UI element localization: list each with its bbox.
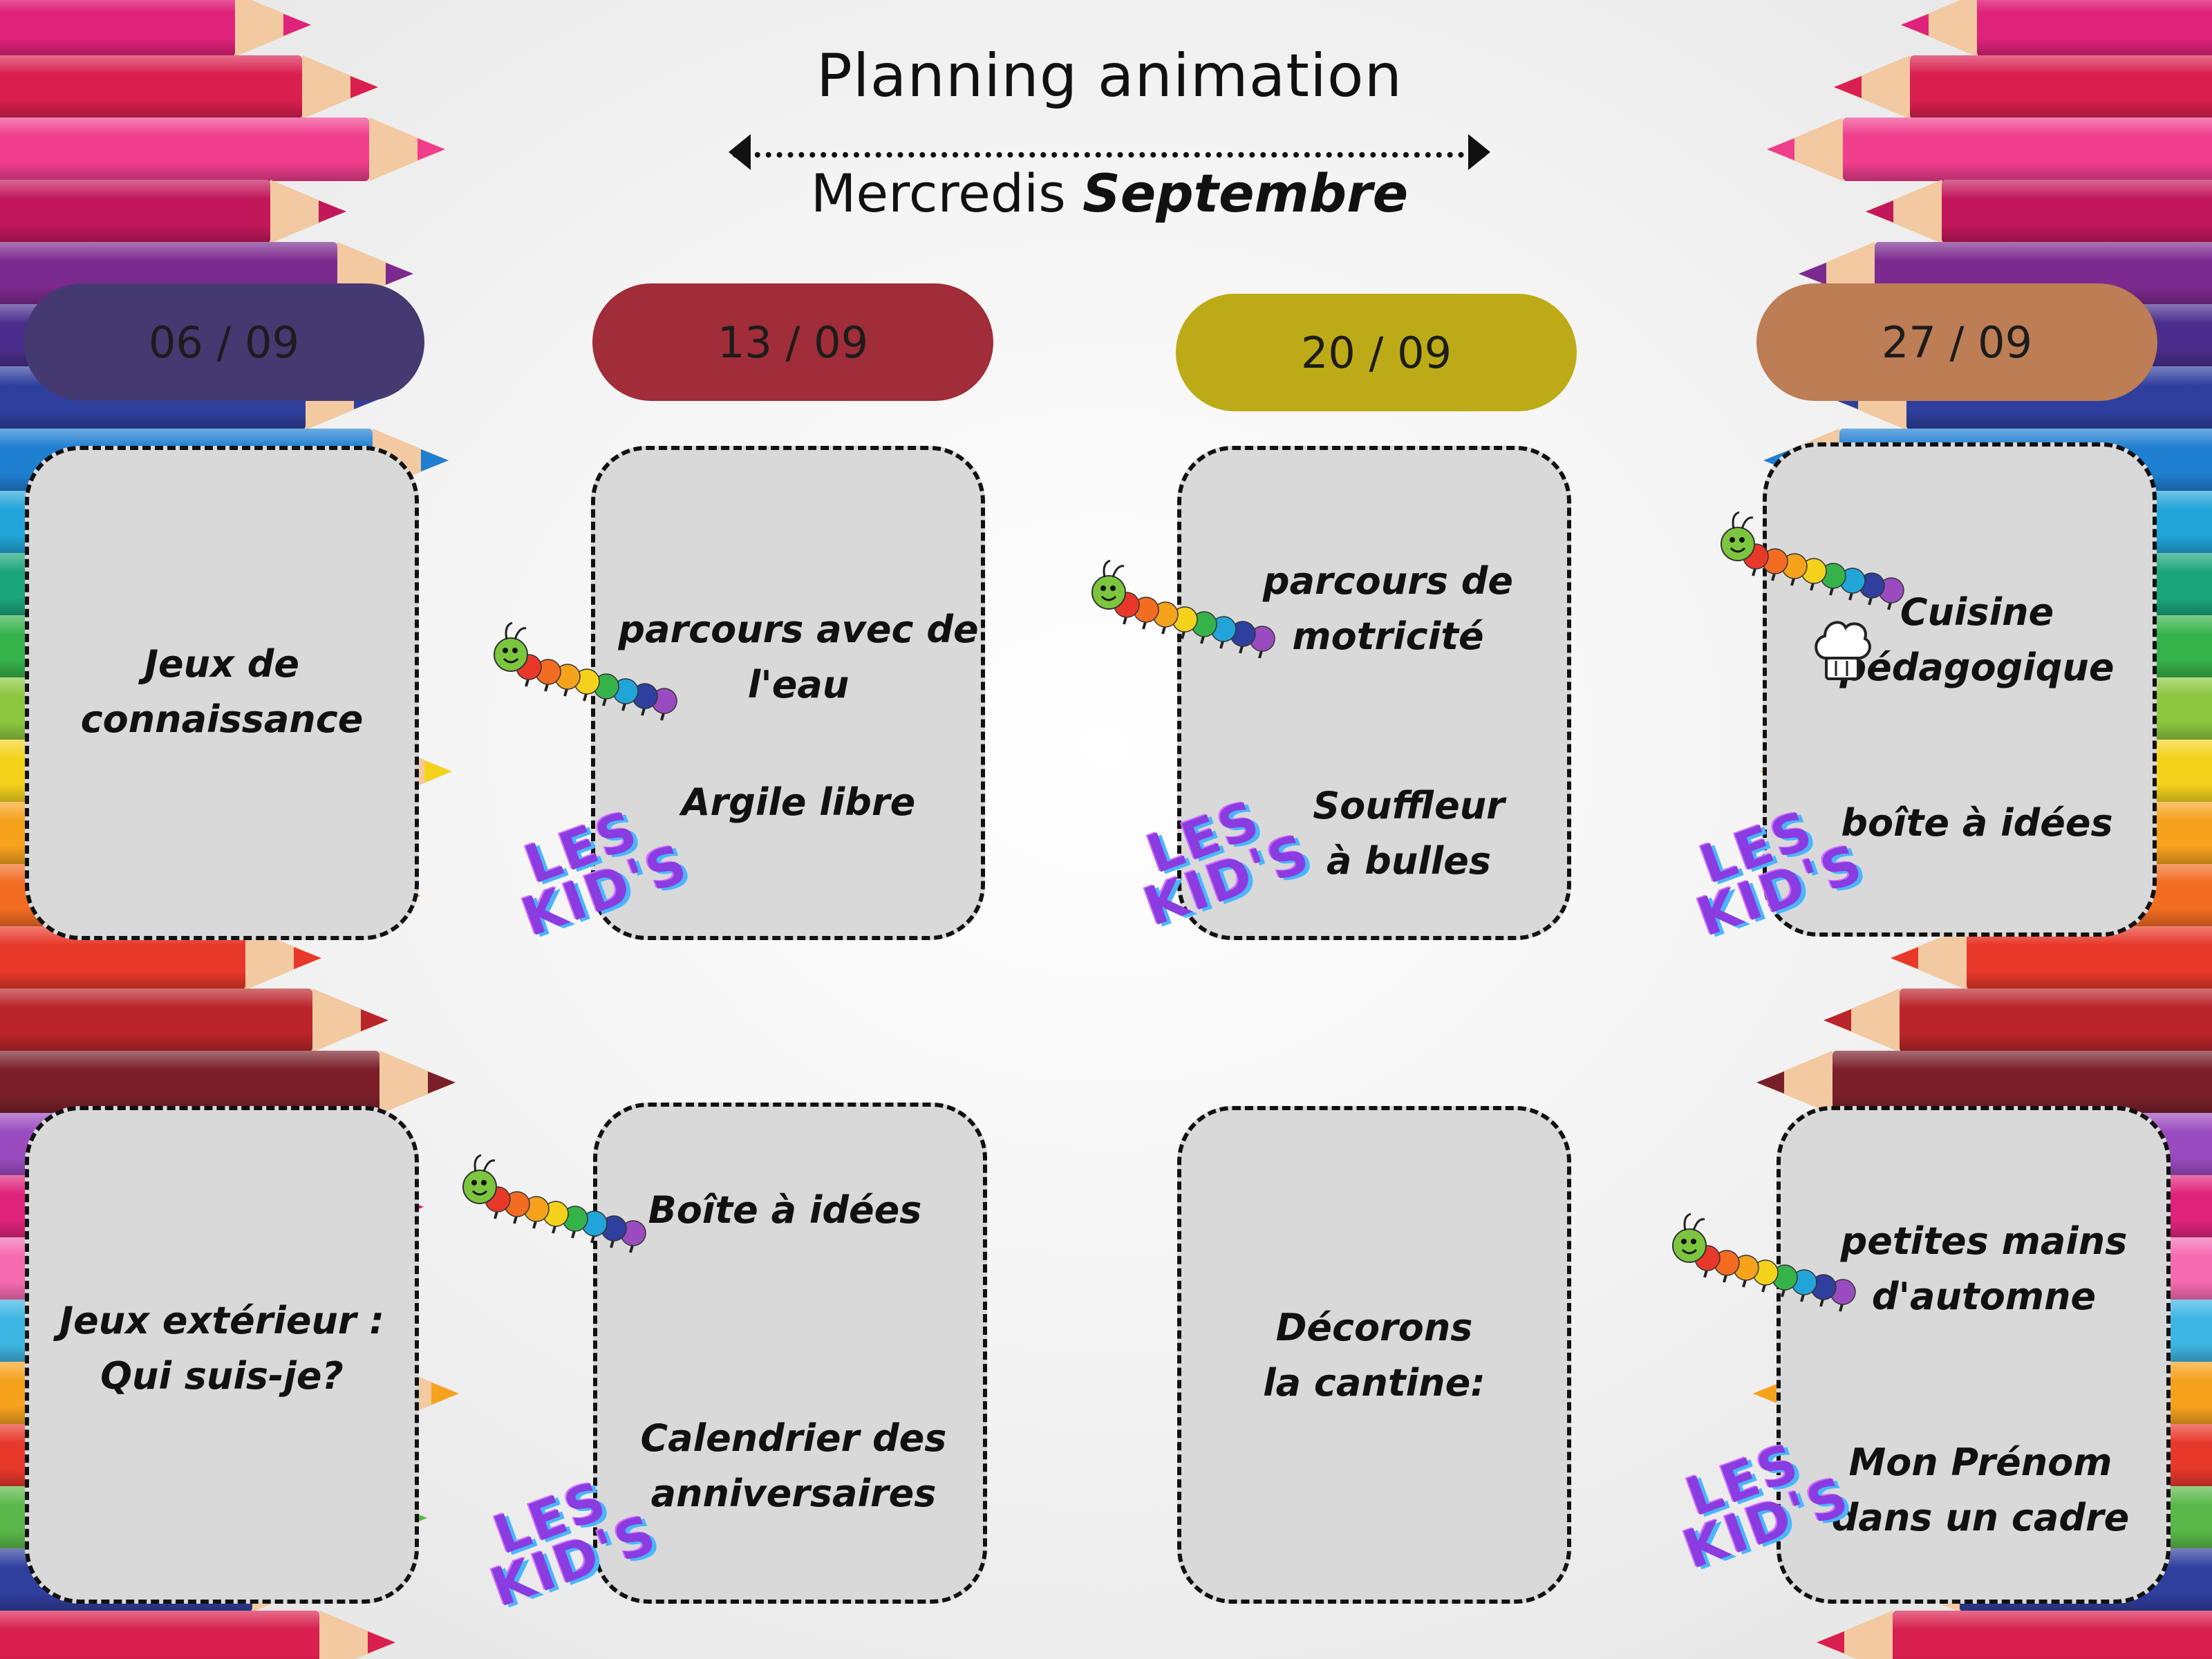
pencil-icon	[0, 0, 325, 57]
caterpillar-icon	[456, 1151, 657, 1255]
pencil-icon	[0, 55, 392, 119]
activity-card-week-2-bottom: Boîte à idées Calendrier des anniversair…	[593, 1103, 987, 1604]
arrow-left-icon	[729, 134, 751, 170]
pencil-icon	[0, 1051, 469, 1114]
caterpillar-icon	[1085, 556, 1286, 660]
page-subtitle: Mercredis Septembre	[719, 162, 1500, 224]
activity-text: Calendrier des anniversaires	[640, 1416, 947, 1515]
date-pill-week-4: 27 / 09	[1756, 283, 2157, 401]
activity-text: Cuisine pédagogique	[1839, 590, 2115, 689]
activity-text: boîte à idées	[1841, 801, 2113, 845]
subtitle-prefix: Mercredis	[810, 162, 1066, 224]
activity-text: Jeux de connaissance	[80, 642, 364, 741]
subtitle-month: Septembre	[1082, 162, 1409, 224]
date-pill-week-2: 13 / 09	[592, 283, 993, 401]
activity-text: Souffleur à bulles	[1313, 784, 1505, 883]
activity-text: parcours avec de l'eau	[618, 608, 979, 706]
activity-text: Argile libre	[681, 780, 916, 824]
page-title: Planning animation	[816, 41, 1403, 111]
chef-hat-icon	[1815, 621, 1871, 680]
activity-card-week-3-top: parcours de motricité Souffleur à bulles	[1177, 446, 1571, 940]
pencil-icon	[0, 118, 459, 181]
activity-card-week-3-bottom: Décorons la cantine:	[1177, 1106, 1571, 1604]
arrow-right-icon	[1468, 134, 1490, 170]
pencil-icon	[1887, 0, 2212, 57]
caterpillar-icon	[1666, 1210, 1866, 1313]
pencil-icon	[0, 988, 402, 1052]
activity-text: petites mains d'automne	[1840, 1219, 2128, 1318]
pencil-icon	[1810, 988, 2212, 1052]
pencil-icon	[1753, 118, 2212, 181]
pencil-icon	[1852, 180, 2212, 243]
pencil-icon	[1820, 55, 2212, 119]
header: Planning animation Mercredis Septembre	[719, 41, 1500, 224]
activity-text: Jeux extérieur : Qui suis-je?	[59, 1299, 384, 1398]
date-pill-week-3: 20 / 09	[1176, 294, 1577, 411]
activity-text: Mon Prénom dans un cadre	[1831, 1441, 2130, 1539]
caterpillar-icon	[487, 619, 688, 722]
pencil-icon	[0, 180, 360, 243]
activity-text: Décorons la cantine:	[1263, 1306, 1485, 1405]
activity-card-week-1-bottom: Jeux extérieur : Qui suis-je?	[25, 1106, 419, 1604]
caterpillar-icon	[1714, 508, 1915, 612]
pencil-icon	[0, 1611, 409, 1659]
date-pill-week-1: 06 / 09	[24, 283, 424, 401]
pencil-icon	[1743, 1051, 2212, 1114]
dotted-divider	[733, 152, 1486, 158]
pencil-icon	[1877, 926, 2212, 990]
activity-card-week-4-top: Cuisine pédagogique boîte à idées	[1763, 442, 2157, 937]
activity-card-week-4-bottom: petites mains d'automne Mon Prénom dans …	[1777, 1106, 2171, 1604]
activity-text: parcours de motricité	[1262, 559, 1514, 658]
activity-text: Boîte à idées	[648, 1188, 922, 1232]
pencil-icon	[1803, 1611, 2212, 1659]
activity-card-week-1-top: Jeux de connaissance	[25, 446, 419, 940]
